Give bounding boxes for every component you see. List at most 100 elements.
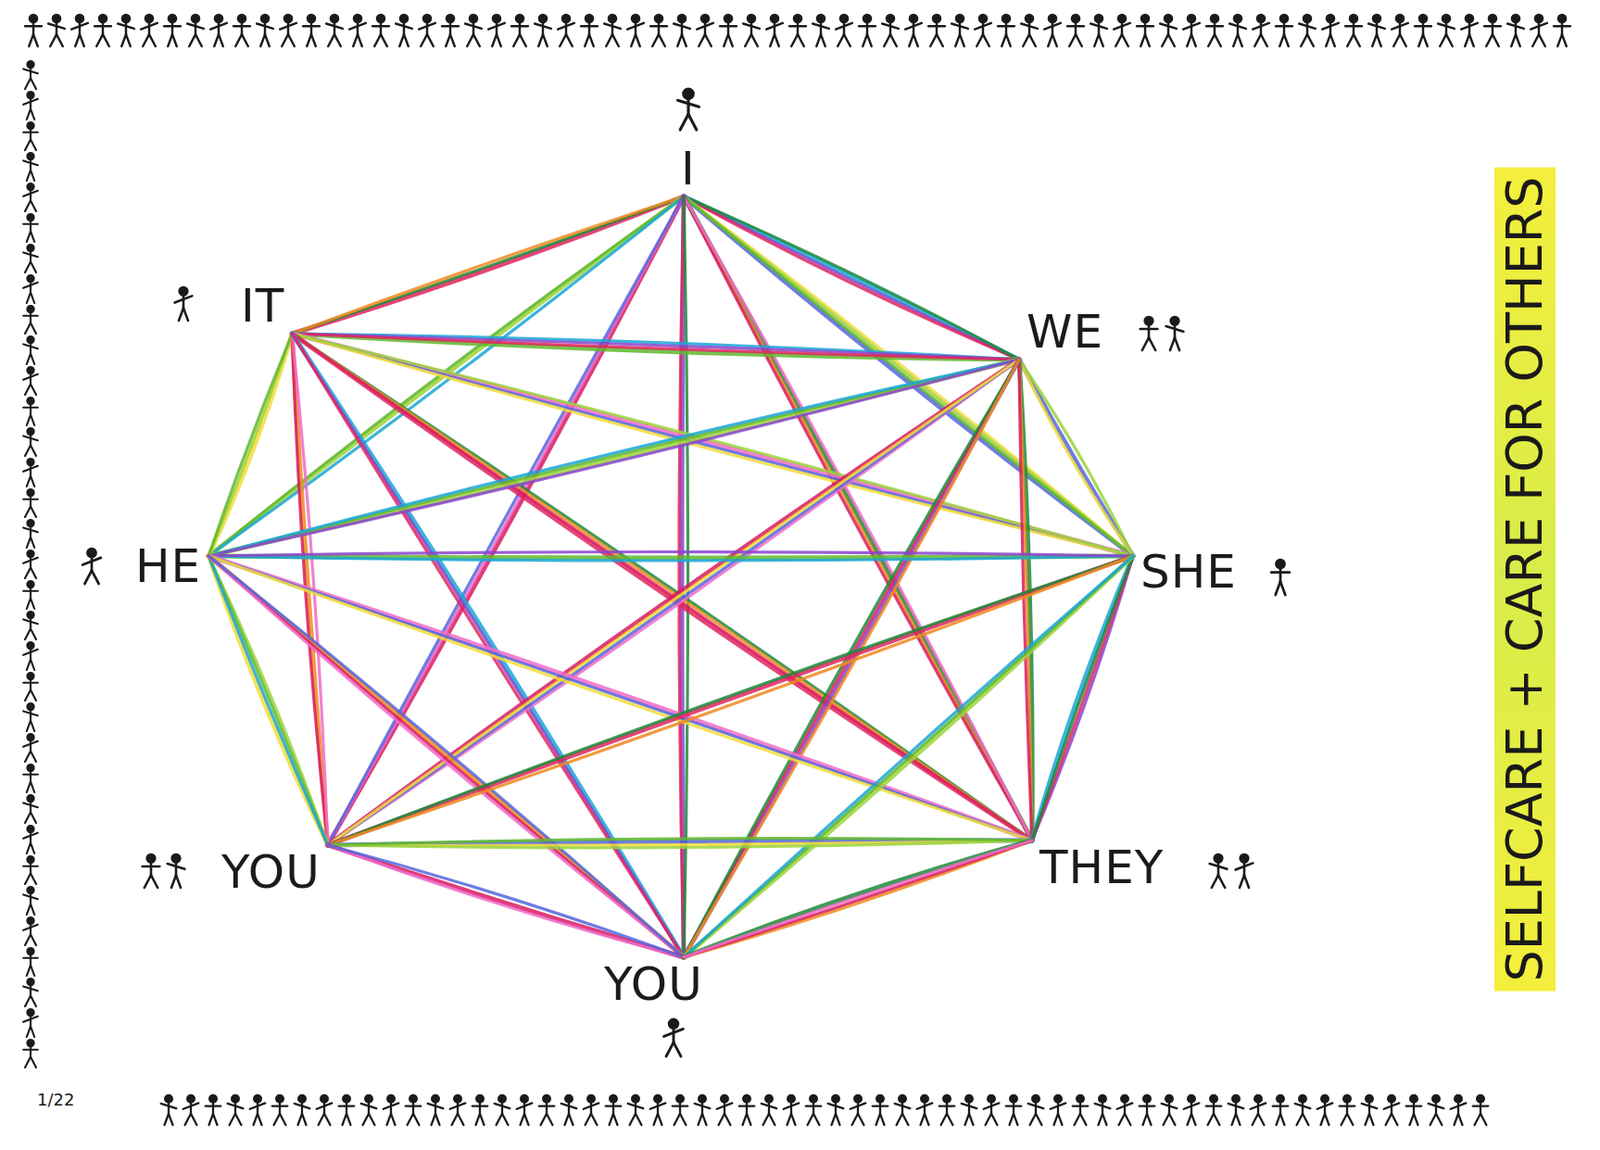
figure-body (727, 22, 730, 35)
figure-leg (260, 34, 265, 47)
figure-body (1057, 1102, 1059, 1114)
figure-leg (654, 1113, 658, 1125)
figure-head (122, 14, 130, 23)
connector-stroke (1019, 359, 1033, 841)
stick-figure (23, 794, 38, 823)
figure-head (1280, 14, 1288, 23)
figure-arms (256, 24, 274, 29)
connector-line (291, 333, 1033, 841)
figure-leg (724, 1113, 731, 1125)
connector-stroke (683, 196, 1134, 556)
figure-head (676, 1095, 684, 1103)
figure-leg (791, 34, 798, 47)
figure-head (1254, 1095, 1262, 1103)
figure-body (1259, 22, 1262, 35)
figure-leg (1297, 1113, 1303, 1125)
stick-figure (650, 1095, 667, 1125)
figure-body (657, 22, 660, 35)
stick-figure (23, 428, 38, 456)
connector-stroke (327, 359, 1020, 845)
figure-arms (279, 23, 297, 30)
figure-arms (650, 1102, 667, 1109)
figure-leg (787, 1113, 792, 1125)
figure-leg (524, 1113, 529, 1125)
stick-figure (516, 1095, 533, 1125)
figure-leg (1436, 1113, 1442, 1125)
figure-head (446, 14, 454, 23)
figure-arms (983, 1102, 1000, 1109)
figure-leg (229, 1113, 236, 1125)
figure-leg (50, 34, 57, 47)
figure-leg (680, 1113, 686, 1125)
stick-figure (488, 14, 505, 47)
figure-leg (538, 34, 543, 47)
stick-figure (183, 1095, 200, 1125)
figure-leg (835, 1113, 840, 1125)
figure-leg (1080, 1113, 1086, 1125)
figure-head (26, 580, 34, 588)
stick-figure (82, 548, 101, 584)
connector-stroke (291, 333, 1020, 360)
figure-arms (1322, 23, 1339, 30)
figure-head (75, 14, 84, 23)
stick-figure (583, 1095, 600, 1125)
figure-leg (1244, 874, 1249, 888)
figure-leg (26, 843, 31, 854)
stick-figure (1235, 854, 1254, 888)
figure-leg (26, 109, 31, 120)
stick-figure (917, 1095, 933, 1125)
figure-leg (1252, 1113, 1259, 1125)
figure-leg (965, 1113, 970, 1125)
figure-leg (264, 34, 270, 47)
figure-head (1321, 1095, 1329, 1103)
figure-arms (23, 466, 38, 472)
figure-leg (1511, 34, 1516, 47)
figure-leg (743, 1113, 747, 1125)
figure-leg (1480, 1113, 1487, 1125)
figure-leg (1393, 34, 1400, 47)
figure-leg (1325, 34, 1331, 47)
stick-figure (140, 14, 158, 47)
figure-arms (167, 863, 186, 870)
connector-stroke (291, 333, 1033, 841)
figure-head (724, 14, 732, 23)
figure-head (1002, 14, 1010, 23)
figure-body (1422, 22, 1424, 35)
figure-leg (102, 34, 110, 47)
connector-stroke (208, 555, 684, 958)
figure-arms (233, 25, 251, 27)
figure-head (1210, 14, 1219, 23)
figure-leg (30, 231, 35, 242)
connector-stroke (327, 555, 1134, 845)
figure-leg (1562, 34, 1567, 47)
figure-leg (1075, 34, 1083, 47)
figure-head (587, 1095, 595, 1103)
figure-arms (872, 1104, 889, 1107)
figure-arms (1428, 1103, 1445, 1109)
figure-arms (23, 832, 38, 839)
figure-head (238, 14, 246, 23)
figure-leg (302, 1113, 306, 1125)
figure-body (90, 556, 94, 570)
figure-leg (214, 34, 219, 47)
figure-arms (1437, 24, 1455, 29)
figure-arms (1368, 24, 1386, 29)
figure-leg (976, 34, 983, 47)
figure-head (565, 1095, 573, 1103)
stick-figure (339, 1095, 355, 1125)
figure-body (29, 67, 32, 78)
figure-leg (688, 113, 697, 130)
figure-arms (23, 618, 38, 624)
figure-arms (1530, 23, 1548, 30)
figure-arms (140, 23, 158, 30)
stick-figure (557, 14, 575, 47)
figure-leg (30, 323, 37, 334)
stick-figure (1450, 1095, 1467, 1125)
figure-head (172, 854, 181, 863)
figure-body (29, 984, 32, 996)
date-note: 1/22 (37, 1089, 75, 1109)
stick-figure (1507, 14, 1525, 47)
figure-arms (678, 100, 700, 107)
figure-body (1445, 22, 1448, 35)
